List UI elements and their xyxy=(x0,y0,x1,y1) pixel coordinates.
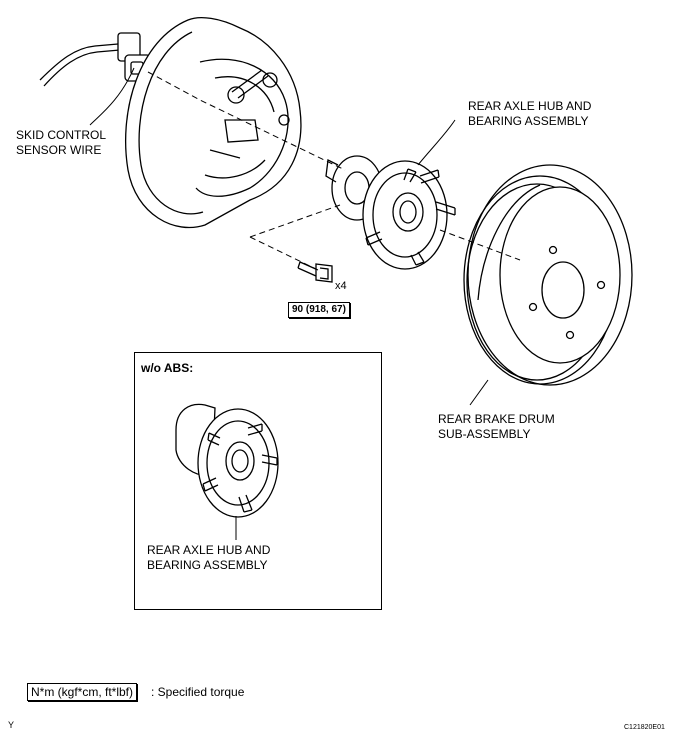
torque-legend-description: : Specified torque xyxy=(151,685,245,699)
sensor-wire-label: SKID CONTROL SENSOR WIRE xyxy=(16,128,106,158)
backing-plate-drawing xyxy=(125,17,302,229)
sensor-wire-connector-drawing xyxy=(39,32,152,87)
inset-hub-label-line2: BEARING ASSEMBLY xyxy=(147,558,268,572)
figure-code: C121820E01 xyxy=(624,724,665,731)
inset-title: w/o ABS: xyxy=(141,361,194,375)
brake-drum-label-line1: REAR BRAKE DRUM xyxy=(438,412,555,426)
brake-drum-label: REAR BRAKE DRUM SUB-ASSEMBLY xyxy=(438,412,555,442)
torque-units-legend: N*m (kgf*cm, ft*lbf) xyxy=(27,683,138,701)
sensor-wire-label-line2: SENSOR WIRE xyxy=(16,143,102,157)
sensor-wire-label-line1: SKID CONTROL xyxy=(16,128,107,142)
hub-bolt-drawing xyxy=(297,261,333,283)
hub-assembly-label: REAR AXLE HUB AND BEARING ASSEMBLY xyxy=(468,99,591,129)
brake-drum-label-line2: SUB-ASSEMBLY xyxy=(438,427,531,441)
brake-drum-drawing xyxy=(463,164,633,386)
inset-without-abs: w/o ABS: REAR AXLE HUB AND BEARING ASSEM… xyxy=(134,352,382,610)
hub-bearing-assembly-drawing xyxy=(325,155,456,270)
corner-mark-left: Y xyxy=(8,720,15,730)
hub-assembly-label-line1: REAR AXLE HUB AND xyxy=(468,99,592,113)
inset-hub-label: REAR AXLE HUB AND BEARING ASSEMBLY xyxy=(147,543,270,573)
inset-hub-label-line1: REAR AXLE HUB AND xyxy=(147,543,271,557)
torque-spec-box: 90 (918, 67) xyxy=(288,302,350,318)
hub-assembly-label-line2: BEARING ASSEMBLY xyxy=(468,114,589,128)
leader-lines xyxy=(89,67,489,540)
bolt-quantity: x4 xyxy=(335,280,347,292)
assembly-dashed-lines xyxy=(147,71,521,271)
inset-hub-drawing xyxy=(175,403,279,518)
